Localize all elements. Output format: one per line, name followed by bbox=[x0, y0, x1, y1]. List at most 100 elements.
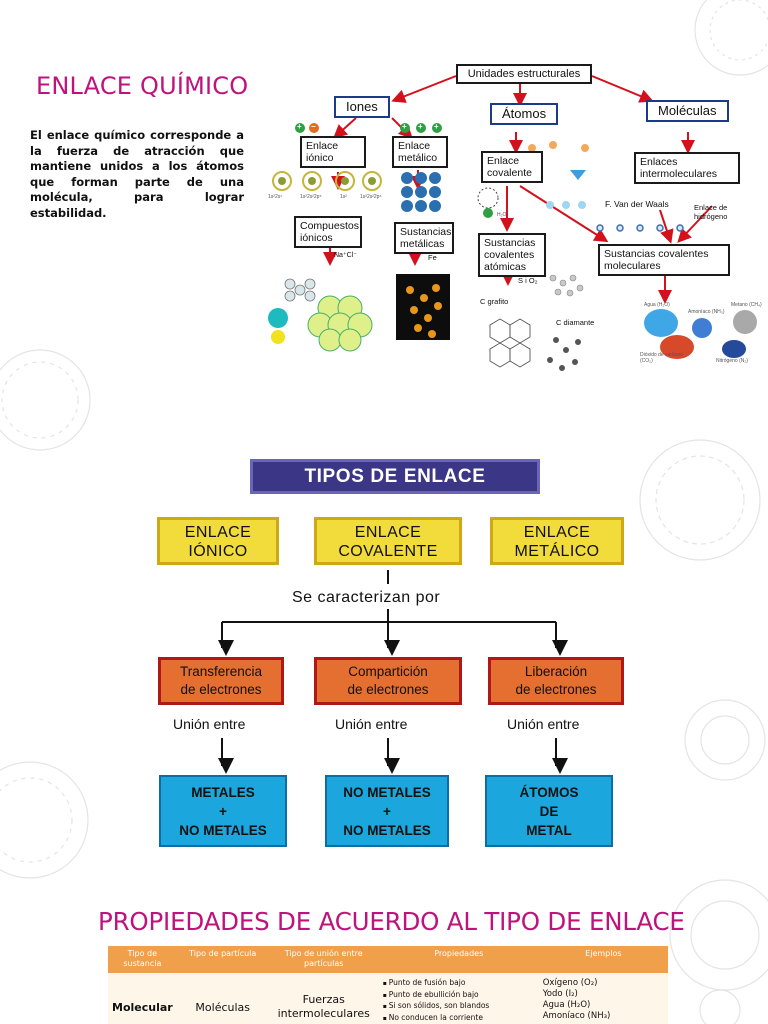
mechanism-line: de electrones bbox=[180, 682, 262, 697]
result-line: ÁTOMOS bbox=[519, 785, 579, 800]
concept-text: hidrógeno bbox=[694, 212, 728, 221]
concept-text: moleculares bbox=[604, 260, 661, 272]
concept-moleculas-label: Moléculas bbox=[658, 103, 717, 118]
concept-iones: Iones bbox=[334, 96, 390, 118]
label-nacl: Na⁺Cl⁻ bbox=[334, 252, 357, 259]
molecule-label: Metano (CH₄) bbox=[731, 302, 762, 308]
table-header: Tipo de partícula bbox=[176, 946, 269, 973]
concept-text: metálicas bbox=[400, 238, 445, 250]
table-header: Ejemplos bbox=[538, 946, 668, 973]
slide-description: El enlace químico corresponde a la fuerz… bbox=[30, 128, 244, 220]
result-line: NO METALES bbox=[343, 785, 431, 800]
union-entre-label: Unión entre bbox=[507, 716, 580, 732]
table-row: Molecular Moléculas Fuerzas intermolecul… bbox=[108, 973, 668, 1024]
type-box-line: ENLACE bbox=[184, 524, 252, 541]
concept-text: covalente bbox=[487, 167, 532, 179]
mechanism-line: Liberación bbox=[524, 664, 588, 679]
electron-config: 1s²2s²2p⁶ bbox=[360, 194, 382, 200]
concept-moleculas: Moléculas bbox=[646, 100, 729, 122]
mechanism-line: de electrones bbox=[347, 682, 429, 697]
result-line: + bbox=[219, 804, 227, 819]
ion-sign: − bbox=[311, 122, 316, 131]
concept-text: Enlaces bbox=[640, 156, 678, 168]
slide-title-propiedades: PROPIEDADES DE ACUERDO AL TIPO DE ENLACE bbox=[98, 907, 685, 936]
ion-sign: + bbox=[434, 122, 439, 131]
cell-propiedades: Punto de fusión bajo Punto de ebullición… bbox=[378, 973, 539, 1024]
concept-text: iónico bbox=[306, 152, 334, 164]
ejemplos-list: Oxígeno (O₂) Yodo (I₂) Agua (H₂O) Amonía… bbox=[543, 978, 664, 1022]
list-item: Si son sólidos, son blandos bbox=[383, 1001, 535, 1013]
type-box-metalico: ENLACE METÁLICO bbox=[490, 517, 624, 565]
result-line: DE bbox=[539, 804, 559, 819]
electron-config: 1s² bbox=[340, 194, 347, 200]
water-label: H₂O bbox=[497, 212, 507, 218]
result-metales-no-metales: METALES+NO METALES bbox=[159, 775, 287, 847]
cell-union: Fuerzas intermoleculares bbox=[268, 973, 379, 1024]
ion-sign: + bbox=[418, 122, 423, 131]
result-line: + bbox=[383, 804, 391, 819]
list-item: No conducen la corriente bbox=[383, 1013, 535, 1024]
concept-atomos: Átomos bbox=[490, 103, 559, 125]
table-header: Propiedades bbox=[378, 946, 539, 973]
concept-text: Enlace bbox=[306, 140, 339, 152]
molecule-label: Nitrógeno (N₂) bbox=[716, 358, 748, 364]
cell-sustancia: Molecular bbox=[108, 973, 177, 1024]
electron-config: 1s²2s²2p⁵ bbox=[300, 194, 322, 200]
cell-ejemplos: Oxígeno (O₂) Yodo (I₂) Agua (H₂O) Amonía… bbox=[538, 973, 668, 1024]
type-box-ionico: ENLACE IÓNICO bbox=[157, 517, 279, 565]
label-fe: Fe bbox=[428, 253, 437, 262]
concept-text: metálico bbox=[398, 152, 438, 164]
concept-text: Enlace bbox=[487, 155, 520, 167]
result-line: NO METALES bbox=[343, 823, 431, 838]
label-van-der-waals: F. Van der Waals bbox=[605, 199, 669, 209]
type-box-line: ENLACE bbox=[523, 524, 591, 541]
molecule-label: Dióxido de carbono (CO₂) bbox=[640, 352, 684, 364]
list-item: Amoníaco (NH₃) bbox=[542, 1011, 611, 1021]
concept-text: covalentes bbox=[484, 249, 535, 261]
result-line: METAL bbox=[526, 823, 572, 838]
type-box-covalente: ENLACE COVALENTE bbox=[314, 517, 462, 565]
ion-sign: + bbox=[402, 122, 407, 131]
table-header-row: Tipo de sustancia Tipo de partícula Tipo… bbox=[108, 946, 668, 973]
result-no-metales: NO METALES + NO METALES bbox=[325, 775, 449, 847]
table-header: Tipo de unión entre partículas bbox=[268, 946, 379, 973]
concept-text: Compuestos bbox=[300, 220, 359, 232]
type-box-line: COVALENTE bbox=[338, 543, 438, 560]
mechanism-line: Compartición bbox=[348, 664, 428, 679]
cell-particula: Moléculas bbox=[176, 973, 269, 1024]
type-box-line: IÓNICO bbox=[188, 543, 248, 560]
list-item: Oxígeno (O₂) bbox=[542, 978, 598, 988]
molecule-label: Agua (H₂O) bbox=[644, 302, 670, 308]
union-entre-label: Unión entre bbox=[335, 716, 408, 732]
concept-atomos-label: Átomos bbox=[502, 106, 547, 121]
label-c-grafito: C grafito bbox=[480, 297, 509, 306]
concept-root-label: Unidades estructurales bbox=[467, 68, 581, 80]
concept-text: Sustancias bbox=[484, 237, 536, 249]
result-line: NO METALES bbox=[179, 823, 267, 838]
concept-text: Enlace de bbox=[694, 203, 728, 212]
label-sio2: S i O₂ bbox=[518, 276, 538, 285]
mechanism-line: de electrones bbox=[515, 682, 597, 697]
concept-text: Enlace bbox=[398, 140, 431, 152]
ion-sign: + bbox=[297, 122, 302, 131]
type-box-line: METÁLICO bbox=[514, 543, 600, 560]
union-entre-label: Unión entre bbox=[173, 716, 246, 732]
molecule-label: Amoníaco (NH₃) bbox=[688, 309, 725, 315]
concept-text: Sustancias bbox=[400, 226, 452, 238]
list-item: Yodo (I₂) bbox=[542, 989, 578, 999]
list-item: Agua (H₂O) bbox=[542, 1000, 591, 1010]
mechanism-comparticion: Compartición de electrones bbox=[314, 657, 462, 705]
label-c-diamante: C diamante bbox=[556, 318, 595, 327]
se-caracterizan-label: Se caracterizan por bbox=[292, 589, 441, 606]
type-box-line: ENLACE bbox=[354, 524, 422, 541]
table-header: Tipo de sustancia bbox=[108, 946, 177, 973]
concept-text: intermoleculares bbox=[640, 168, 718, 180]
concept-text: atómicas bbox=[484, 261, 527, 273]
concept-root-unidades: Unidades estructurales bbox=[456, 64, 592, 84]
